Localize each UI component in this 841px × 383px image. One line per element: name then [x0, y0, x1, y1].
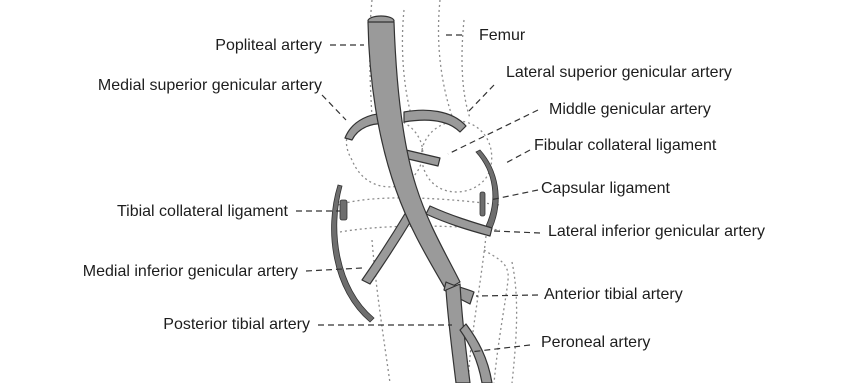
label-medial-superior-genicular-artery: Medial superior genicular artery: [98, 77, 322, 95]
ligaments: [332, 150, 499, 322]
bone-outlines: [338, 0, 517, 383]
tibial-collateral-ligament-band: [332, 185, 374, 322]
label-lateral-superior-genicular-artery: Lateral superior genicular artery: [506, 64, 732, 82]
tibial-collateral-ligament-patch: [340, 200, 347, 220]
label-medial-inferior-genicular-artery: Medial inferior genicular artery: [83, 263, 298, 281]
label-capsular-ligament: Capsular ligament: [541, 180, 670, 198]
label-fibular-collateral-ligament: Fibular collateral ligament: [534, 137, 716, 155]
label-femur: Femur: [479, 27, 525, 45]
fibular-collateral-ligament-band: [476, 150, 498, 228]
label-lateral-inferior-genicular-artery: Lateral inferior genicular artery: [548, 223, 765, 241]
label-peroneal-artery: Peroneal artery: [541, 334, 650, 352]
label-popliteal-artery: Popliteal artery: [215, 37, 322, 55]
medial-inferior-genicular-branch: [362, 212, 414, 284]
label-anterior-tibial-artery: Anterior tibial artery: [544, 286, 683, 304]
label-tibial-collateral-ligament: Tibial collateral ligament: [117, 203, 288, 221]
capsular-ligament-patch: [480, 192, 485, 216]
label-posterior-tibial-artery: Posterior tibial artery: [163, 316, 310, 334]
arteries: [345, 16, 492, 383]
label-middle-genicular-artery: Middle genicular artery: [549, 101, 711, 119]
